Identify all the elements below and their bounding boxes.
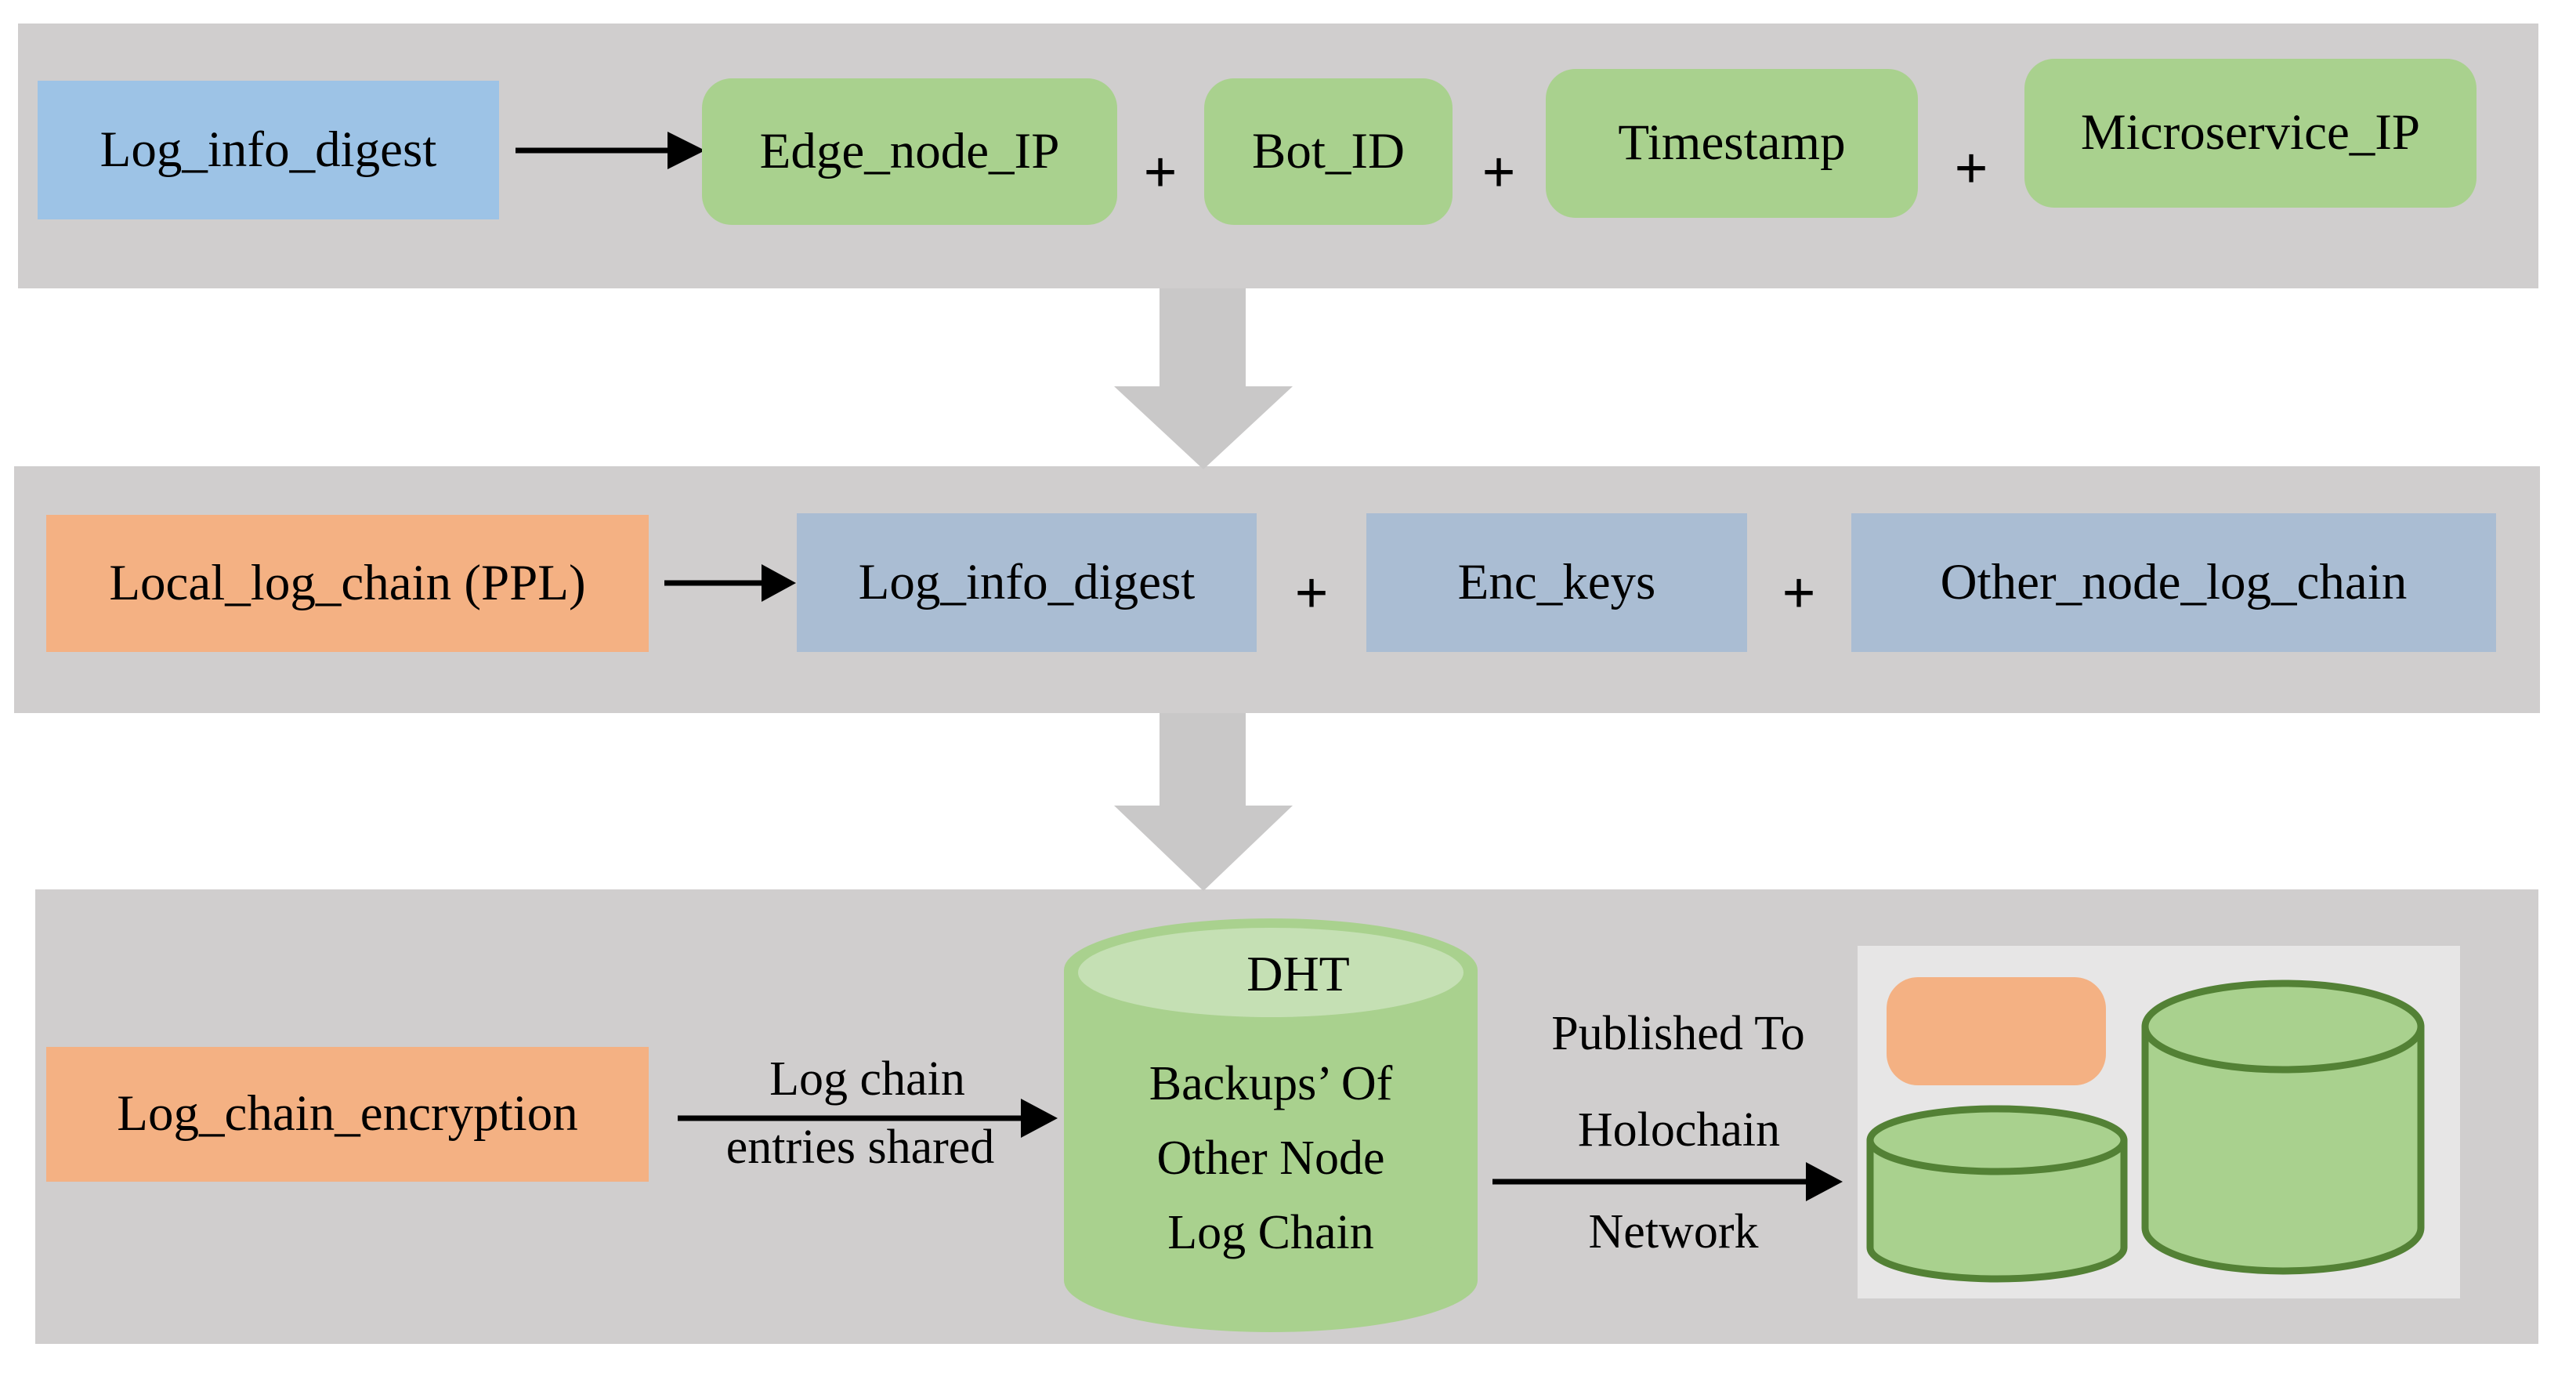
arrow-right-icon — [1492, 1162, 1843, 1201]
panel-orange-box — [1887, 977, 2106, 1085]
plus-icon: + — [1482, 139, 1516, 205]
box-other-node-log-chain: Other_node_log_chain — [1851, 513, 2496, 652]
down-arrow-icon — [1114, 713, 1293, 891]
box-local-log-chain: Local_log_chain (PPL) — [46, 515, 649, 652]
small-database-icon — [1866, 1105, 2128, 1283]
box-edge-node-ip: Edge_node_IP — [702, 78, 1117, 225]
arrow-right-icon — [516, 132, 705, 169]
arrow-right-icon — [664, 564, 796, 602]
dht-title: DHT — [1246, 946, 1350, 1001]
plus-icon: + — [1143, 139, 1178, 205]
box-bot-id: Bot_ID — [1204, 78, 1453, 225]
arrow-label-log-chain: Log chain — [769, 1052, 965, 1106]
box-microservice-ip: Microservice_IP — [2024, 59, 2477, 208]
plus-icon: + — [1782, 560, 1816, 626]
box-enc-keys: Enc_keys — [1366, 513, 1747, 652]
publish-label-line: Published To — [1551, 1007, 1805, 1060]
publish-label-line: Network — [1588, 1205, 1759, 1258]
down-arrow-icon — [1114, 288, 1293, 469]
box-log-info-digest-2: Log_info_digest — [797, 513, 1257, 652]
box-timestamp: Timestamp — [1546, 69, 1918, 218]
box-log-info-digest: Log_info_digest — [38, 81, 499, 219]
plus-icon: + — [1954, 136, 1988, 201]
dht-body-line: Other Node — [1156, 1132, 1385, 1185]
box-log-chain-encryption: Log_chain_encryption — [46, 1047, 649, 1182]
dht-body-line: Log Chain — [1167, 1206, 1374, 1259]
publish-label-line: Holochain — [1577, 1103, 1781, 1157]
arrow-right-icon — [678, 1099, 1058, 1138]
plus-icon: + — [1294, 560, 1329, 626]
large-database-icon — [2141, 980, 2425, 1275]
arrow-label-entries-shared: entries shared — [725, 1121, 995, 1174]
dht-body-line: Backups’ Of — [1149, 1057, 1393, 1110]
dht-cylinder-icon — [1064, 918, 1478, 1332]
